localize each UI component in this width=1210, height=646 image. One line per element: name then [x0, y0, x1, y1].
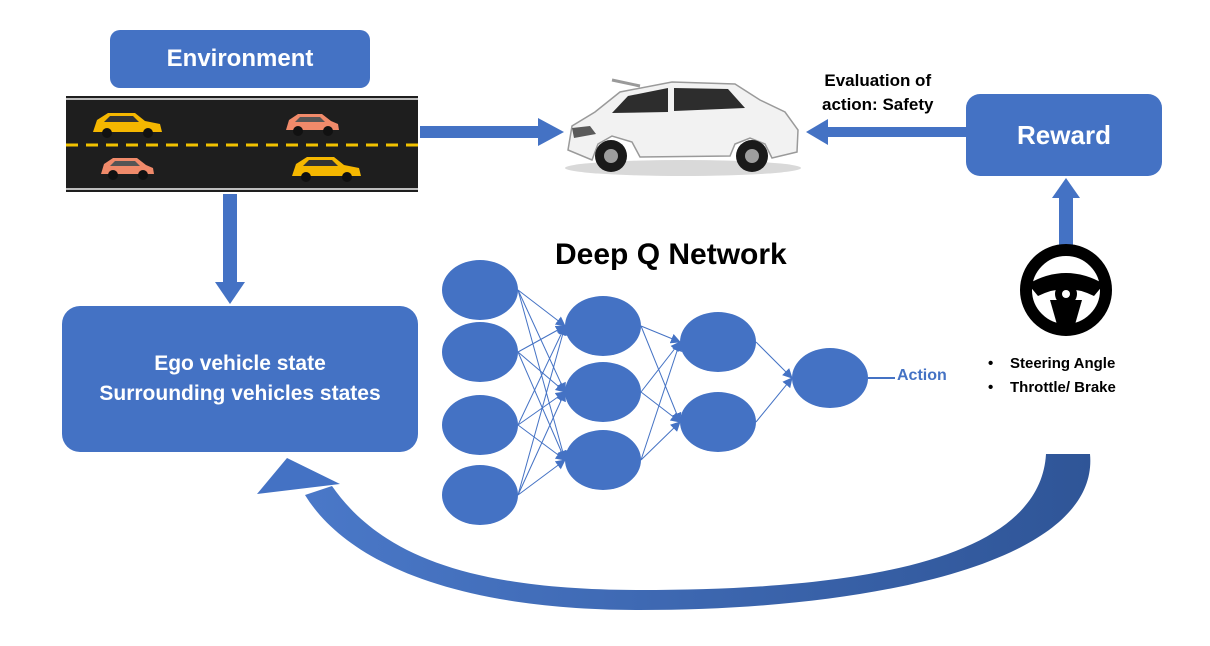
road-scene	[66, 96, 418, 192]
arrow-road-to-car	[420, 118, 564, 146]
evaluation-line-1: Evaluation of	[824, 71, 932, 90]
state-line-1: Ego vehicle state	[154, 352, 326, 375]
network-node	[442, 465, 518, 525]
network-nodes	[442, 260, 868, 525]
network-edge	[517, 325, 568, 496]
traffic-car	[286, 114, 339, 136]
network-edge	[517, 391, 566, 496]
network-edge	[640, 325, 681, 344]
arrow-reward-to-car	[806, 119, 966, 145]
action-label: Action	[897, 367, 947, 384]
list-item: • Throttle/ Brake	[988, 376, 1116, 400]
traffic-car	[93, 113, 162, 138]
network-node	[565, 296, 641, 356]
network-edge	[517, 459, 566, 496]
environment-label: Environment	[166, 45, 314, 72]
network-edge	[640, 341, 682, 461]
network-edge	[755, 377, 793, 423]
network-edge	[755, 341, 793, 379]
network-node	[565, 362, 641, 422]
network-node	[565, 430, 641, 490]
network-node	[680, 312, 756, 372]
evaluation-line-2: action: Safety	[822, 95, 934, 114]
arrow-wheel-to-reward	[1052, 178, 1080, 248]
traffic-car	[101, 158, 154, 180]
traffic-car	[292, 157, 361, 182]
controls-list: • Steering Angle • Throttle/ Brake	[988, 352, 1116, 400]
network-edge	[517, 351, 566, 393]
network-node	[442, 395, 518, 455]
network-edge	[640, 325, 682, 423]
arrow-env-to-state	[215, 194, 245, 304]
network-node	[442, 322, 518, 382]
environment-box: Environment	[110, 30, 370, 88]
evaluation-label: Evaluation of action: Safety	[822, 69, 933, 117]
network-edge	[640, 341, 681, 393]
state-line-2: Surrounding vehicles states	[99, 382, 381, 405]
network-title: Deep Q Network	[555, 238, 787, 271]
network-node	[680, 392, 756, 452]
network-edges	[517, 289, 793, 496]
reward-box: Reward	[966, 94, 1162, 176]
network-edge	[640, 421, 681, 461]
state-box: Ego vehicle state Surrounding vehicles s…	[62, 306, 418, 452]
steering-wheel-icon	[1020, 244, 1112, 336]
reward-label: Reward	[1017, 119, 1111, 150]
network-edge	[517, 351, 566, 461]
network-node	[442, 260, 518, 320]
control-throttle: Throttle/ Brake	[1010, 379, 1116, 396]
ego-car-icon	[565, 78, 801, 176]
control-steering: Steering Angle	[1010, 355, 1116, 372]
network-edge	[517, 289, 566, 327]
network-edge	[517, 325, 566, 353]
network-node	[792, 348, 868, 408]
bullet-icon: •	[988, 379, 994, 396]
list-item: • Steering Angle	[988, 352, 1116, 376]
feedback-curve-arrow	[257, 454, 1091, 610]
network-edge	[640, 391, 681, 423]
network-edge	[517, 325, 566, 426]
network-edge	[517, 289, 566, 393]
bullet-icon: •	[988, 355, 994, 372]
